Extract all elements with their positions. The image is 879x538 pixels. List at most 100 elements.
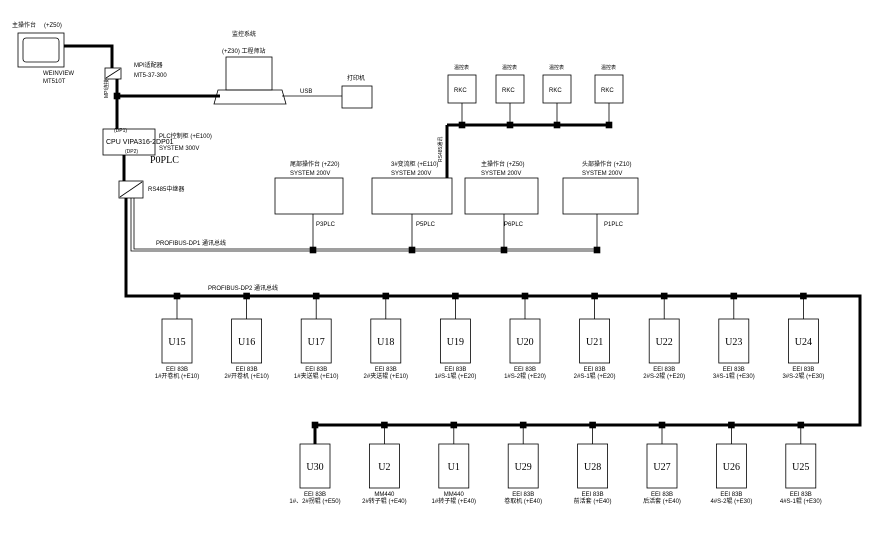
station-node: [593, 246, 601, 254]
station: 主操作台 (+Z50) SYSTEM 200V P6PLC: [464, 160, 539, 254]
drive-unit-model: EEI 83B: [375, 367, 397, 373]
drive-unit-box: [438, 443, 470, 489]
drive-unit-id: U2: [378, 462, 390, 473]
plc-port-bottom: (DP2): [125, 149, 138, 155]
drive-unit-box: [161, 318, 193, 364]
drive-unit-id: U17: [308, 337, 325, 348]
bus-node: [521, 292, 529, 300]
drive-unit-id: U25: [792, 462, 809, 473]
drive-unit-desc: 1#S-2辊 (+E20): [504, 372, 546, 380]
rkc-box: [542, 74, 572, 104]
rs485-repeater: RS485中继器: [118, 180, 184, 199]
station-plc: P3PLC: [316, 222, 336, 228]
drive-unit-id: U22: [656, 337, 673, 348]
drive-unit-box: [231, 318, 263, 364]
rkc-label: RKC: [549, 88, 562, 94]
station-box: [464, 177, 539, 215]
rkc-module: 温控表 RKC: [447, 64, 477, 129]
plc-cpu: CPU VIPA316-2DP01: [106, 139, 174, 146]
hmi-screen: [22, 37, 60, 63]
rkc-node: [553, 121, 561, 129]
station-system: SYSTEM 200V: [481, 171, 521, 177]
station-plc: P5PLC: [416, 222, 436, 228]
hmi-title: 主操作台: [12, 21, 36, 29]
drive-unit-model: EEI 83B: [166, 367, 188, 373]
rkc-module-title: 温控表: [549, 64, 564, 71]
station-title: 头部操作台 (+Z10): [582, 160, 632, 168]
drive-unit-model: EEI 83B: [236, 367, 258, 373]
rkc-label: RKC: [502, 88, 515, 94]
drive-unit-desc: 后活套 (+E40): [643, 497, 681, 505]
drive-unit-box: [718, 318, 750, 364]
rkc-module: 温控表 RKC: [594, 64, 624, 129]
hmi-group: 主操作台 (+Z50) WEINVIEW MT510T: [12, 21, 74, 85]
drive-unit-desc: 4#S-1辊 (+E30): [780, 497, 822, 505]
rkc-module: 温控表 RKC: [495, 64, 525, 129]
repeater-slash: [119, 181, 143, 198]
drive-unit-desc: 2#开卷机 (+E10): [224, 372, 269, 380]
station-node: [309, 246, 317, 254]
rkc-label: RKC: [454, 88, 467, 94]
drive-unit-id: U30: [306, 462, 323, 473]
repeater-label: RS485中继器: [148, 185, 184, 193]
drive-unit-box: [785, 443, 817, 489]
station-system: SYSTEM 200V: [391, 171, 431, 177]
drive-unit-box: [368, 443, 400, 489]
bus-node: [658, 421, 666, 429]
drive-unit-model: EEI 83B: [305, 367, 327, 373]
bus-node: [450, 421, 458, 429]
bus-node: [312, 292, 320, 300]
rkc-node: [458, 121, 466, 129]
drive-unit-desc: 1#S-1辊 (+E20): [434, 372, 476, 380]
drive-unit-model: EEI 83B: [514, 367, 536, 373]
drive-unit-model: MM440: [444, 492, 465, 498]
rkc-module: 温控表 RKC: [542, 64, 572, 129]
station-plc: P1PLC: [604, 222, 624, 228]
station-system: SYSTEM 200V: [290, 171, 330, 177]
drive-unit-box: [788, 318, 819, 364]
hmi-code: (+Z50): [44, 23, 62, 29]
bus-node: [173, 292, 181, 300]
rkc-module-title: 温控表: [502, 64, 517, 71]
rkc-node: [605, 121, 613, 129]
drive-unit-box: [716, 443, 747, 489]
drive-unit-box: [579, 318, 610, 364]
rkc-section: RS485通讯 温控表 RKC 温控表 RKC 温控表 RKC 温控表 RKC: [437, 64, 624, 178]
station: 3#变流柜 (+E110) SYSTEM 200V P5PLC: [371, 160, 453, 254]
drive-unit-box: [507, 443, 539, 489]
mpi-cable-label: MPI连接: [103, 79, 110, 98]
rkc-module-title: 温控表: [601, 64, 616, 71]
monitor-keyboard: [213, 89, 287, 105]
station-node: [500, 246, 508, 254]
drive-unit-desc: 前活套 (+E40): [574, 497, 612, 505]
bus-node: [728, 421, 735, 429]
station-title: 主操作台 (+Z50): [481, 160, 525, 168]
plc-controller: (DP1) CPU VIPA316-2DP01 (DP2) PLC控制柜 (+E…: [102, 128, 212, 166]
hmi-model-line1: WEINVIEW: [43, 71, 74, 77]
drive-unit-id: U19: [447, 337, 464, 348]
drive-unit-desc: 1#开卷机 (+E10): [155, 372, 200, 380]
plc-cabinet: PLC控制柜 (+E100): [159, 132, 212, 140]
rkc-box: [594, 74, 624, 104]
drive-unit-desc: 4#S-2辊 (+E30): [710, 497, 752, 505]
drive-unit-box: [509, 318, 541, 364]
drive-unit-id: U16: [238, 337, 255, 348]
plc-system: SYSTEM 300V: [159, 146, 199, 152]
monitor-group: 监控系统 (+Z30) 工程师站 USB 打印机: [213, 30, 373, 109]
station-plc: P6PLC: [504, 222, 524, 228]
rkc-label: RKC: [601, 88, 614, 94]
drive-unit-model: EEI 83B: [790, 492, 812, 498]
drive-unit-box: [646, 443, 678, 489]
hmi-cable: [64, 44, 114, 68]
plc-name: P0PLC: [150, 155, 179, 166]
